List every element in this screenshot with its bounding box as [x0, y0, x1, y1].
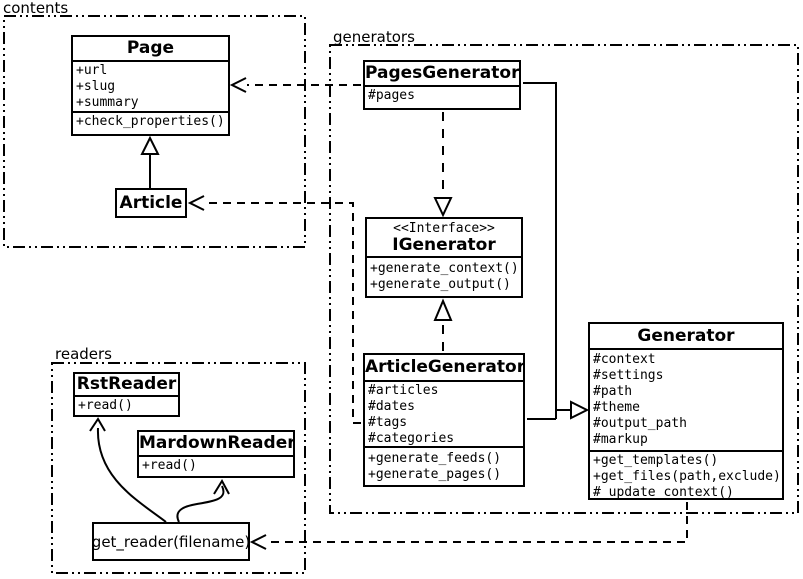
call-arrow-getreader-to-rstreader [89, 417, 167, 523]
attribute: #markup [593, 432, 648, 447]
realization-arrow-articlegenerator-to-igenerator [433, 298, 453, 351]
attribute: +slug [76, 79, 116, 94]
package-label-generators: generators [333, 28, 415, 46]
class-box-igenerator: <<Interface>> IGenerator +generate_conte… [365, 217, 523, 298]
attribute: +summary [76, 95, 139, 110]
dependency-arrow-pagesgenerator-to-page [229, 77, 361, 93]
class-box-page: Page +url +slug +summary +check_properti… [71, 35, 230, 136]
method: +get_files(path,exclude) [593, 469, 781, 484]
attribute: #categories [368, 431, 455, 446]
class-title-generator: Generator [637, 326, 735, 346]
methods-section-generator: +get_templates() +get_files(path,exclude… [590, 450, 782, 498]
attributes-section-pagesgenerator: #pages [365, 85, 519, 108]
methods-section-rstreader: +read() [75, 395, 178, 415]
class-header-igenerator: <<Interface>> IGenerator [367, 219, 521, 256]
class-title-articlegenerator: ArticleGenerator [365, 357, 523, 377]
function-label-get-reader: get_reader(filename) [91, 532, 251, 551]
method: +read() [142, 458, 197, 473]
attribute: #dates [368, 399, 415, 414]
contents-package-border [3, 15, 306, 248]
class-title-article: Article [119, 193, 183, 213]
attribute: #articles [368, 383, 439, 398]
package-label-readers: readers [55, 345, 112, 363]
method: +get_templates() [593, 453, 719, 468]
package-label-contents: contents [3, 0, 69, 17]
generators-package-border [329, 44, 799, 514]
inheritance-arrow-article-to-page [140, 135, 160, 188]
methods-section-mardownreader: +read() [139, 455, 293, 476]
class-title-rstreader: RstReader [76, 374, 177, 394]
attribute: +url [76, 63, 108, 78]
dependency-arrow-articlegenerator-to-article [187, 195, 361, 424]
class-box-article: Article [115, 188, 187, 218]
class-title-page: Page [126, 38, 175, 58]
attribute: #settings [593, 368, 664, 383]
inheritance-arrow-generators-to-generator [523, 82, 590, 420]
method: +generate_pages() [368, 467, 502, 482]
dependency-arrow-generator-to-getreader [249, 502, 688, 550]
attributes-section-articlegenerator: #articles #dates #tags #categories [365, 380, 523, 446]
attribute: #output_path [593, 416, 687, 431]
method: +generate_feeds() [368, 451, 502, 466]
class-box-pagesgenerator: PagesGenerator #pages [363, 60, 521, 110]
class-title-igenerator: IGenerator [392, 237, 496, 255]
method: #_update_context() [593, 485, 734, 498]
attribute: #context [593, 352, 656, 367]
stereotype-label: <<Interface>> [393, 221, 495, 236]
attribute: #pages [368, 88, 415, 103]
methods-section-articlegenerator: +generate_feeds() +generate_pages() [365, 446, 523, 485]
attribute: #theme [593, 400, 640, 415]
method: +generate_context() [370, 261, 519, 276]
attribute: #tags [368, 415, 408, 430]
methods-section-igenerator: +generate_context() +generate_output() [367, 256, 521, 296]
class-box-articlegenerator: ArticleGenerator #articles #dates #tags … [363, 353, 525, 487]
realization-arrow-pagesgenerator-to-igenerator [433, 112, 453, 218]
attributes-section-page: +url +slug +summary [73, 60, 228, 111]
method: +check_properties() [76, 114, 225, 129]
class-title-pagesgenerator: PagesGenerator [365, 63, 519, 83]
readers-package-border [51, 362, 306, 574]
call-arrow-getreader-to-mardownreader [176, 478, 230, 523]
method: +read() [78, 398, 133, 413]
attribute: #path [593, 384, 633, 399]
function-box-get-reader: get_reader(filename) [92, 522, 250, 561]
class-box-rstreader: RstReader +read() [73, 372, 180, 417]
class-box-generator: Generator #context #settings #path #them… [588, 322, 784, 500]
attributes-section-generator: #context #settings #path #theme #output_… [590, 348, 782, 450]
class-box-mardownreader: MardownReader +read() [137, 430, 295, 478]
method: +generate_output() [370, 277, 511, 292]
class-title-mardownreader: MardownReader [139, 433, 293, 453]
methods-section-page: +check_properties() [73, 111, 228, 134]
